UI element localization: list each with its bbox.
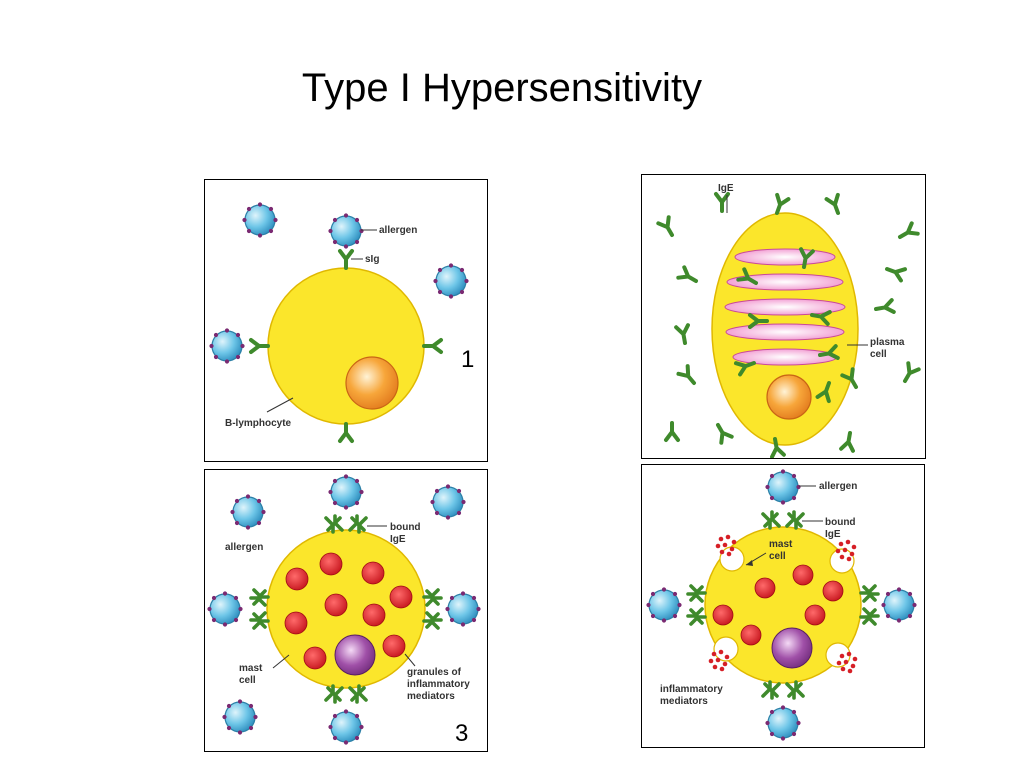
bound-allergen-top	[327, 212, 365, 250]
panel-4-degranulation: allergen bound IgE mast cell inflammator…	[641, 464, 925, 748]
label-granules-inflammatory: inflammatory	[407, 679, 470, 690]
free-allergen	[429, 483, 467, 521]
label-mast: mast	[239, 663, 263, 674]
label-mast: mast	[769, 539, 793, 550]
granules	[712, 564, 844, 646]
endoplasmic-reticulum	[724, 248, 846, 366]
bound-ige-cluster-left	[206, 588, 270, 630]
bound-allergen-left	[208, 327, 246, 365]
bound-ige-cluster-bottom	[761, 680, 805, 742]
nucleus	[345, 356, 399, 410]
label-granules: granules of	[407, 667, 462, 678]
nucleus	[766, 374, 812, 420]
surface-antibody-left	[249, 338, 270, 354]
label-mast-cell: cell	[769, 551, 786, 562]
bound-ige-cluster-right	[859, 584, 918, 626]
surface-antibody-top	[338, 249, 354, 270]
label-allergen: allergen	[819, 481, 857, 492]
panel-1-b-lymphocyte: allergen sIg B-lymphocyte 1	[204, 179, 488, 462]
panel-1-illustration: allergen sIg B-lymphocyte	[208, 201, 470, 443]
bound-ige-cluster-bottom	[324, 684, 368, 746]
free-allergen	[221, 698, 259, 736]
label-granules-mediators: mediators	[407, 691, 455, 702]
bound-ige-cluster-right	[422, 588, 482, 630]
label-inflammatory: inflammatory	[660, 684, 723, 695]
panel-4-illustration: allergen bound IgE mast cell inflammator…	[645, 468, 918, 742]
label-inflammatory-mediators: mediators	[660, 696, 708, 707]
degranulation-pores	[713, 546, 855, 668]
free-allergen	[229, 493, 267, 531]
label-sig: sIg	[365, 254, 379, 265]
surface-antibody-bottom	[338, 422, 354, 443]
panel-3-illustration: bound IgE allergen mast cell granules of…	[206, 473, 482, 746]
b-lymphocyte-cell	[267, 267, 425, 425]
label-bound-ige: IgE	[390, 534, 406, 545]
label-ige: IgE	[718, 183, 734, 194]
panel-number-1: 1	[461, 346, 475, 373]
panel-2-illustration: IgE plasma cell	[656, 183, 921, 458]
panel-3-mast-cell-sensitized: bound IgE allergen mast cell granules of…	[204, 469, 488, 752]
mast-cell	[704, 526, 862, 684]
granules	[284, 552, 413, 670]
bound-ige-cluster-top	[761, 468, 805, 530]
label-b-lymphocyte: B-lymphocyte	[225, 418, 292, 429]
label-allergen: allergen	[225, 542, 263, 553]
label-bound: bound	[390, 522, 421, 533]
label-plasma: plasma	[870, 337, 905, 348]
panel-2-plasma-cell: IgE plasma cell 2	[641, 174, 926, 459]
bound-ige-cluster-top	[324, 473, 368, 534]
free-allergen	[241, 201, 279, 239]
bound-ige-cluster-left	[645, 584, 707, 626]
label-mast-cell: cell	[239, 675, 256, 686]
nucleus	[771, 627, 813, 669]
free-allergen	[432, 262, 470, 300]
slide-title: Type I Hypersensitivity	[301, 66, 703, 110]
label-plasma-cell: cell	[870, 349, 887, 360]
label-allergen: allergen	[379, 225, 417, 236]
nucleus	[334, 634, 376, 676]
panel-number-3: 3	[455, 720, 469, 747]
label-bound: bound	[825, 517, 856, 528]
label-bound-ige: IgE	[825, 529, 841, 540]
surface-antibody-right	[422, 338, 443, 354]
